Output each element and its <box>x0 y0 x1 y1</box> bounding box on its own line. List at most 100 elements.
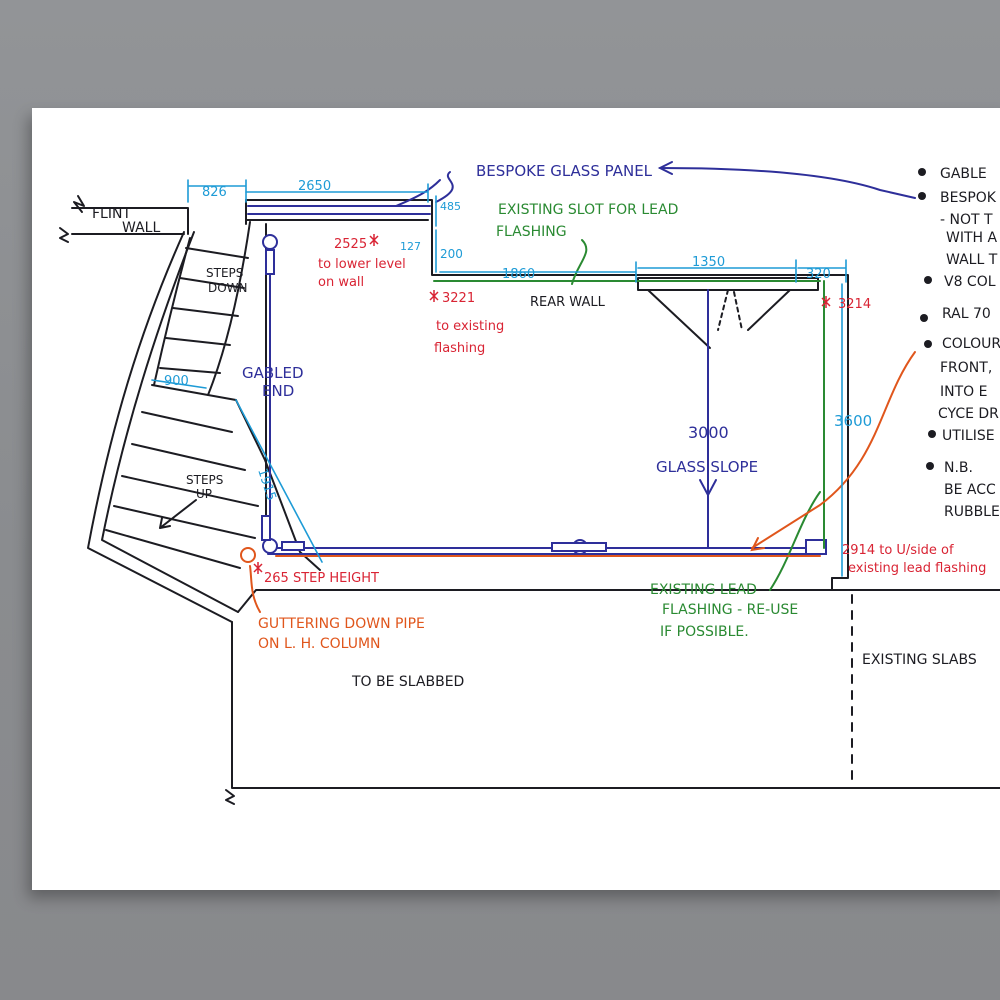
glass-slope-arrow-head <box>699 479 717 498</box>
bullet-dot-icon <box>924 340 932 348</box>
bespoke-panel-arrowhead <box>657 161 673 175</box>
column-top-left <box>262 234 278 250</box>
bullet-colour-line4: CYCE DR <box>938 406 999 422</box>
dim-2650-line <box>245 183 429 203</box>
note-2525-line3: on wall <box>318 275 364 290</box>
slab-top <box>237 589 833 613</box>
bullet-gable: GABLE <box>940 166 987 182</box>
bullet-nb-line3: RUBBLE <box>944 504 1000 520</box>
dim-127-label: 127 <box>400 240 421 253</box>
slab-border <box>231 621 1000 789</box>
bullet-dot-icon <box>928 430 936 438</box>
break-mark-icon <box>59 227 69 243</box>
stairs-left-stringer <box>153 237 191 386</box>
stair-tread <box>172 307 239 317</box>
right-bracket <box>805 539 827 555</box>
stair-tread <box>121 475 259 507</box>
down-pipe-icon <box>240 547 256 563</box>
flint-wall-label-2: WALL <box>122 220 160 236</box>
bullet-dot-icon <box>918 168 926 176</box>
centre-bracket <box>551 542 607 552</box>
column-bottom-left <box>262 538 278 554</box>
bullet-notes: GABLE BESPOK - NOT T WITH A WALL T V8 CO… <box>918 166 1000 520</box>
inner-diagonal <box>235 399 321 571</box>
break-mark-icon <box>225 789 235 805</box>
panel-pointer <box>395 179 441 207</box>
bullet-bespoke-line4: WALL T <box>946 252 998 268</box>
note-3221-line3: flashing <box>434 341 485 356</box>
existing-slot-label-2: FLASHING <box>496 224 567 240</box>
note-3214: 3214 <box>838 297 871 312</box>
dim-320-label: 320 <box>806 267 831 282</box>
bullet-colour-line3: INTO E <box>940 384 987 400</box>
asterisk-icon <box>429 290 439 302</box>
bullet-dot-icon <box>918 192 926 200</box>
orange-notes: GUTTERING DOWN PIPE ON L. H. COLUMN <box>258 616 425 652</box>
roof-frame-right <box>747 289 791 331</box>
note-2525-line2: to lower level <box>318 257 406 272</box>
existing-slot-label: EXISTING SLOT FOR LEAD <box>498 202 678 218</box>
flint-wall-outline <box>71 207 189 235</box>
bullet-ral: RAL 70 <box>942 306 991 322</box>
steps-up-label-2: UP <box>196 487 212 501</box>
column-bracket <box>261 515 271 541</box>
columns <box>261 234 827 555</box>
orange-gutter <box>240 351 916 613</box>
black-labels: FLINT WALL STEPS DOWN STEPS UP REAR WALL… <box>92 206 977 690</box>
dim-3000-label: 3000 <box>688 423 729 442</box>
dim-900-line <box>151 379 207 389</box>
bullet-dot-icon <box>920 314 928 322</box>
red-asterisks <box>253 234 831 574</box>
stair-tread <box>141 411 233 433</box>
note-3221-line2: to existing <box>436 319 504 334</box>
bullet-colour: COLOUR <box>942 336 1000 352</box>
guttering-label: GUTTERING DOWN PIPE <box>258 616 425 632</box>
bullet-nb-line2: BE ACC <box>944 482 996 498</box>
stair-tread <box>185 247 249 259</box>
guttering-label-2: ON L. H. COLUMN <box>258 636 381 652</box>
bullet-dot-icon <box>926 462 934 470</box>
red-notes: 2525 to lower level on wall 3221 to exis… <box>264 237 986 586</box>
bullet-v8: V8 COL <box>944 274 996 290</box>
roof-frame-top <box>637 277 819 291</box>
dim-3600-label: 3600 <box>834 412 872 430</box>
gabled-end-label-2: END <box>262 382 294 400</box>
dim-200-label: 200 <box>440 247 463 261</box>
dim-485-label: 485 <box>440 200 461 213</box>
dim-320-line <box>797 259 847 283</box>
existing-lead-label: EXISTING LEAD <box>650 582 757 598</box>
dim-826-line <box>187 179 247 203</box>
bespoke-arrow-line <box>435 171 454 203</box>
stair-tread <box>105 529 241 569</box>
asterisk-icon <box>253 562 263 574</box>
dim-1350-label: 1350 <box>692 255 725 270</box>
gabled-end-label: GABLED <box>242 364 304 382</box>
colour-note-arrow <box>751 351 916 549</box>
bullet-colour-line2: FRONT, <box>940 360 992 376</box>
flashing-slot-arrow <box>571 239 588 285</box>
bullet-bespoke: BESPOK <box>940 190 997 206</box>
colour-note-arrowhead <box>750 537 765 552</box>
asterisk-icon <box>821 296 831 308</box>
rear-wall-label: REAR WALL <box>530 295 606 310</box>
bespoke-panel-arrow <box>659 167 916 199</box>
blue-structure <box>247 161 916 555</box>
bespoke-panel-label: BESPOKE GLASS PANEL <box>476 162 653 180</box>
drawing-paper <box>32 108 1000 890</box>
stair-tread <box>179 277 245 289</box>
steps-down-label: STEPS <box>206 266 243 280</box>
column-bracket <box>265 249 275 275</box>
glass-slope-label: GLASS SLOPE <box>656 458 758 476</box>
flint-wall-label: FLINT <box>92 206 131 222</box>
dim-2650-label: 2650 <box>298 179 331 194</box>
dim-900-label: 900 <box>164 374 189 389</box>
flashing-re-use-arrow <box>769 491 821 591</box>
dim-1350-line <box>637 259 797 283</box>
roof-frame-dashed <box>717 289 743 331</box>
house-wall <box>245 199 849 579</box>
blue-labels: GABLED END 3000 GLASS SLOPE BESPOKE GLAS… <box>242 162 758 476</box>
green-notes: EXISTING SLOT FOR LEAD FLASHING EXISTING… <box>496 202 798 640</box>
asterisk-icon <box>369 234 379 246</box>
black-structure <box>59 195 1000 805</box>
